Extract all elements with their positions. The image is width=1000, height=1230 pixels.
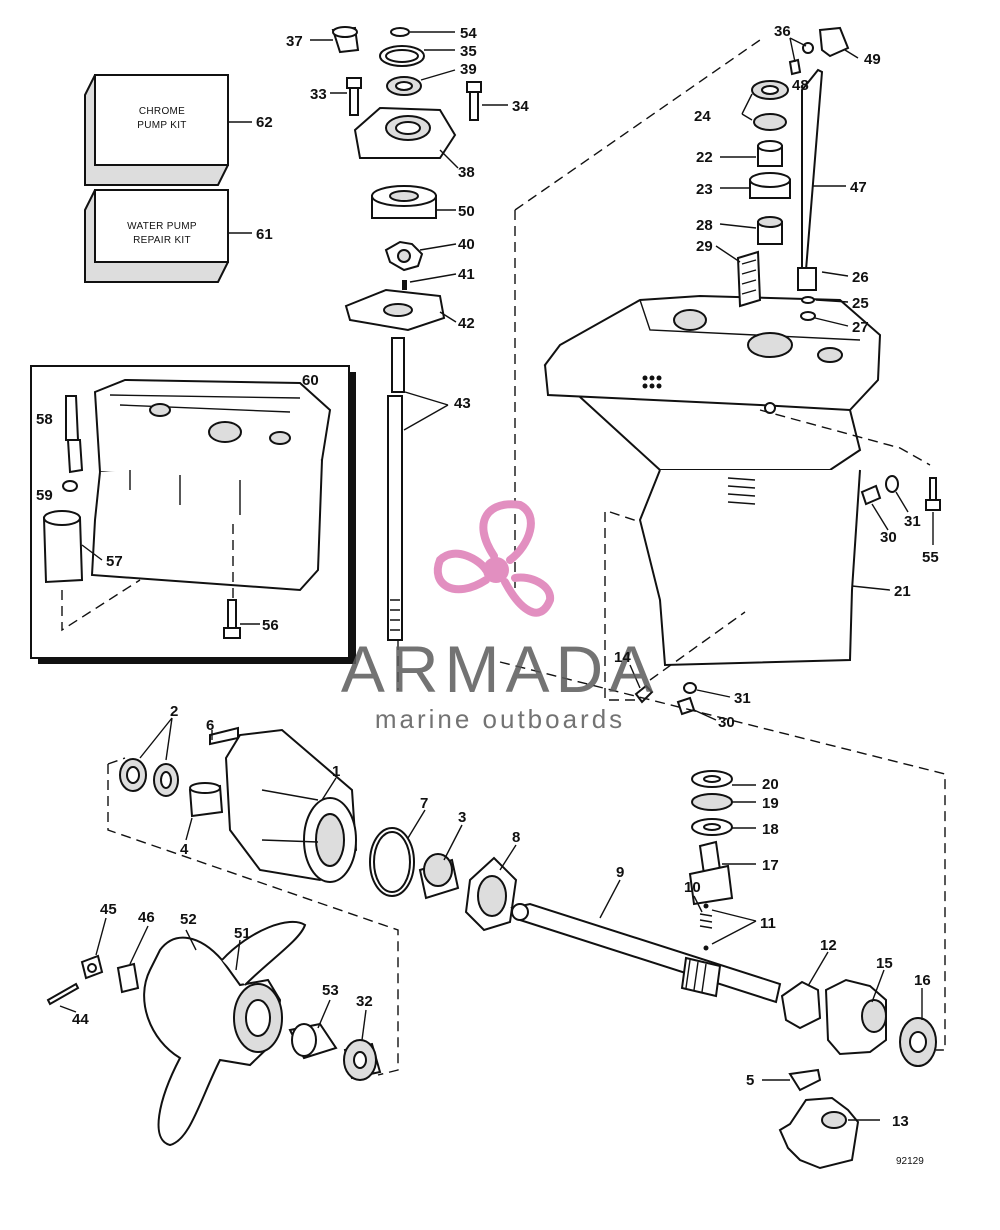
callout-3: 3 <box>458 809 466 826</box>
callout-43: 43 <box>454 395 471 412</box>
callout-29: 29 <box>696 238 713 255</box>
callout-38: 38 <box>458 164 475 181</box>
callout-1: 1 <box>332 763 340 780</box>
callout-40: 40 <box>458 236 475 253</box>
callout-30-upper: 30 <box>880 529 897 546</box>
callout-42: 42 <box>458 315 475 332</box>
callout-55: 55 <box>922 549 939 566</box>
callout-15: 15 <box>876 955 893 972</box>
callout-62: 62 <box>256 114 273 131</box>
callout-17: 17 <box>762 857 779 874</box>
callout-60: 60 <box>302 372 319 389</box>
callout-44: 44 <box>72 1011 89 1028</box>
callout-35: 35 <box>460 43 477 60</box>
chrome-pump-kit-box: CHROME PUMP KIT <box>84 74 252 186</box>
callout-37: 37 <box>286 33 303 50</box>
callout-25: 25 <box>852 295 869 312</box>
callout-21: 21 <box>894 583 911 600</box>
callout-26: 26 <box>852 269 869 286</box>
callout-20: 20 <box>762 776 779 793</box>
watermark-tagline: marine outboards <box>375 704 625 734</box>
callout-53: 53 <box>322 982 339 999</box>
callout-33: 33 <box>310 86 327 103</box>
kit-62-line2: PUMP KIT <box>137 120 186 131</box>
kit-61-line2: REPAIR KIT <box>133 235 191 246</box>
kit-61-line1: WATER PUMP <box>127 221 197 232</box>
callout-31-upper: 31 <box>904 513 921 530</box>
callout-45: 45 <box>100 901 117 918</box>
callout-27: 27 <box>852 319 869 336</box>
callout-52: 52 <box>180 911 197 928</box>
propeller-logo-icon <box>433 500 554 617</box>
callout-31-lower: 31 <box>734 690 751 707</box>
callout-18: 18 <box>762 821 779 838</box>
right-top-bearing-stack <box>715 26 859 327</box>
callout-5: 5 <box>746 1072 754 1089</box>
callout-57: 57 <box>106 553 123 570</box>
callout-61: 61 <box>256 226 273 243</box>
callout-22: 22 <box>696 149 713 166</box>
propeller-logo-hub <box>483 557 509 583</box>
callout-9: 9 <box>616 864 624 881</box>
callout-2: 2 <box>170 703 178 720</box>
propshaft-and-gears <box>499 661 946 1170</box>
callout-51: 51 <box>234 925 251 942</box>
callout-41: 41 <box>458 266 475 283</box>
callout-labels: 62 61 37 54 35 39 33 34 38 50 40 41 42 4… <box>36 23 939 1130</box>
callout-34: 34 <box>512 98 529 115</box>
callout-30-lower: 30 <box>718 714 735 731</box>
callout-28: 28 <box>696 217 713 234</box>
callout-8: 8 <box>512 829 520 846</box>
callout-36: 36 <box>774 23 791 40</box>
callout-10: 10 <box>684 879 701 896</box>
callout-49: 49 <box>864 51 881 68</box>
callout-6: 6 <box>206 717 214 734</box>
drawing-code: 92129 <box>896 1156 924 1167</box>
water-pump-repair-kit-box: WATER PUMP REPAIR KIT <box>84 189 252 283</box>
gearcase-housing <box>514 39 931 667</box>
callout-58: 58 <box>36 411 53 428</box>
callout-11: 11 <box>760 915 776 932</box>
water-pump-stack <box>310 26 508 690</box>
armada-watermark: ARMADA marine outboards <box>341 500 659 734</box>
callout-48: 48 <box>792 77 809 94</box>
propeller-assembly <box>46 917 382 1147</box>
callout-50: 50 <box>458 203 475 220</box>
callout-39: 39 <box>460 61 477 78</box>
callout-23: 23 <box>696 181 713 198</box>
callout-56: 56 <box>262 617 279 634</box>
inset-gearcase-box <box>30 365 356 664</box>
callout-7: 7 <box>420 795 428 812</box>
callout-54: 54 <box>460 25 477 42</box>
callout-24: 24 <box>694 108 711 125</box>
kit-62-line1: CHROME <box>139 106 185 117</box>
callout-46: 46 <box>138 909 155 926</box>
callout-59: 59 <box>36 487 53 504</box>
bearing-carrier-assembly <box>107 717 518 1076</box>
callout-14: 14 <box>614 649 631 666</box>
callout-16: 16 <box>914 972 931 989</box>
callout-32: 32 <box>356 993 373 1010</box>
callout-47: 47 <box>850 179 867 196</box>
callout-13: 13 <box>892 1113 909 1130</box>
callout-19: 19 <box>762 795 779 812</box>
callout-4: 4 <box>180 841 189 858</box>
callout-12: 12 <box>820 937 837 954</box>
watermark-brand: ARMADA <box>341 632 659 706</box>
